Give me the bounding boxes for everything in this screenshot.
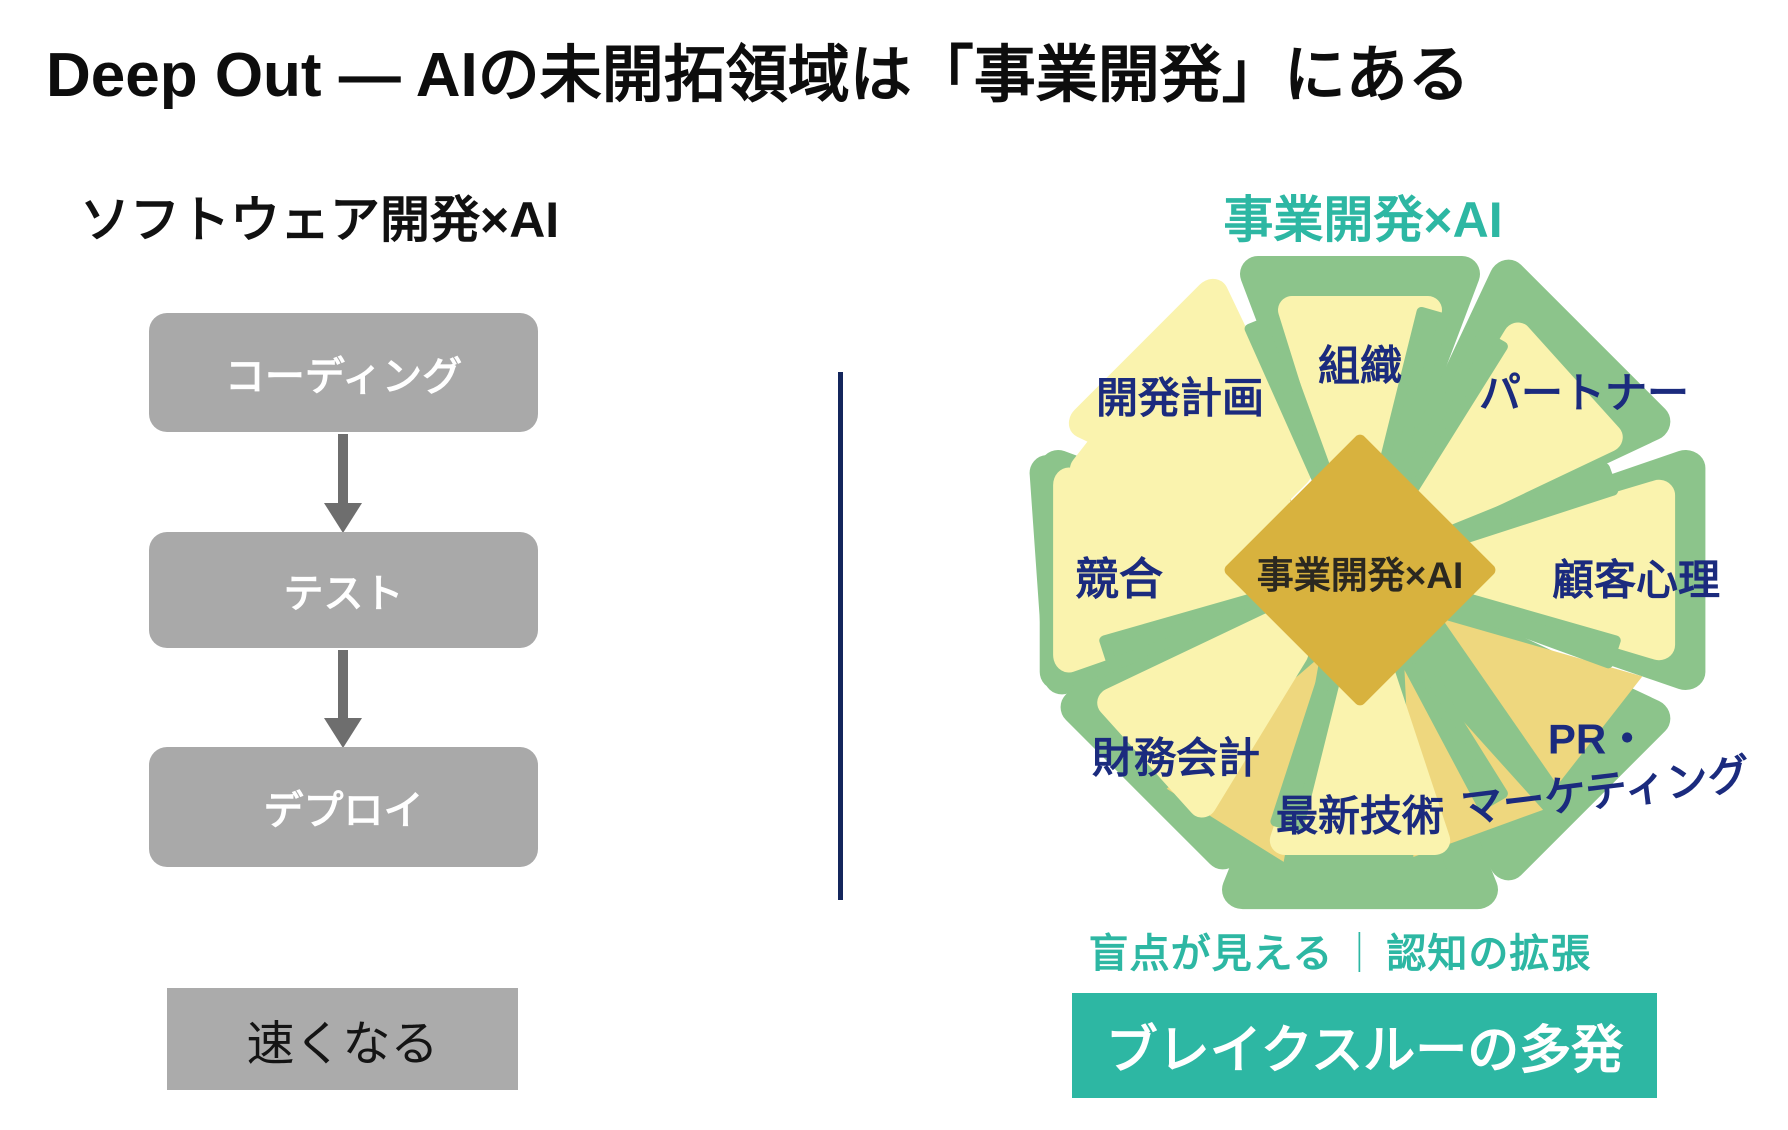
flow-step-coding: コーディング (149, 313, 538, 432)
vertical-divider (838, 372, 843, 900)
flower-diagram (1029, 256, 1706, 910)
right-result-banner: ブレイクスルーの多発 (1072, 993, 1657, 1098)
petal-label-customer-psychology: 顧客心理 (1551, 556, 1721, 604)
left-result-box: 速くなる (167, 988, 518, 1090)
left-column-heading: ソフトウェア開発×AI (80, 192, 560, 248)
right-column-heading: 事業開発×AI (1223, 192, 1503, 248)
flow-step-label: デプロイ (263, 789, 424, 833)
center-diamond (1224, 434, 1496, 706)
benefit-line: 盲点が見える｜認知の拡張 (1089, 921, 1592, 979)
petal-label-pr: PR・ (1547, 715, 1649, 763)
down-arrow-icon (324, 503, 362, 533)
pale-yellow-petals (1053, 278, 1676, 855)
petal-label-organization: 組織 (1317, 342, 1403, 390)
diamond-center-label: 事業開発×AI (1256, 555, 1464, 596)
petal-label-competition: 競合 (1075, 555, 1163, 604)
petal-label-finance-accounting: 財務会計 (1091, 734, 1261, 782)
benefit-separator: ｜ (1339, 932, 1381, 976)
down-arrow-icon (324, 718, 362, 748)
petal-label-partner: パートナー (1478, 369, 1690, 417)
left-result-label: 速くなる (246, 1018, 439, 1071)
flow-step-test: テスト (149, 532, 538, 648)
flow-step-deploy: デプロイ (149, 747, 538, 867)
petal-label-latest-tech: 最新技術 (1275, 792, 1445, 840)
benefit-left: 盲点が見える (1088, 932, 1334, 976)
down-arrow-icon (338, 650, 348, 718)
banner-label: ブレイクスルーの多発 (1105, 1022, 1624, 1080)
page-title: Deep Out ― AIの未開拓領域は「事業開発」にある (46, 41, 1470, 110)
flow-step-label: コーディング (224, 354, 463, 399)
flow-step-label: テスト (283, 572, 404, 616)
down-arrow-icon (338, 434, 348, 504)
benefit-right: 認知の拡張 (1386, 932, 1592, 976)
petal-label-dev-planning: 開発計画 (1095, 374, 1265, 422)
